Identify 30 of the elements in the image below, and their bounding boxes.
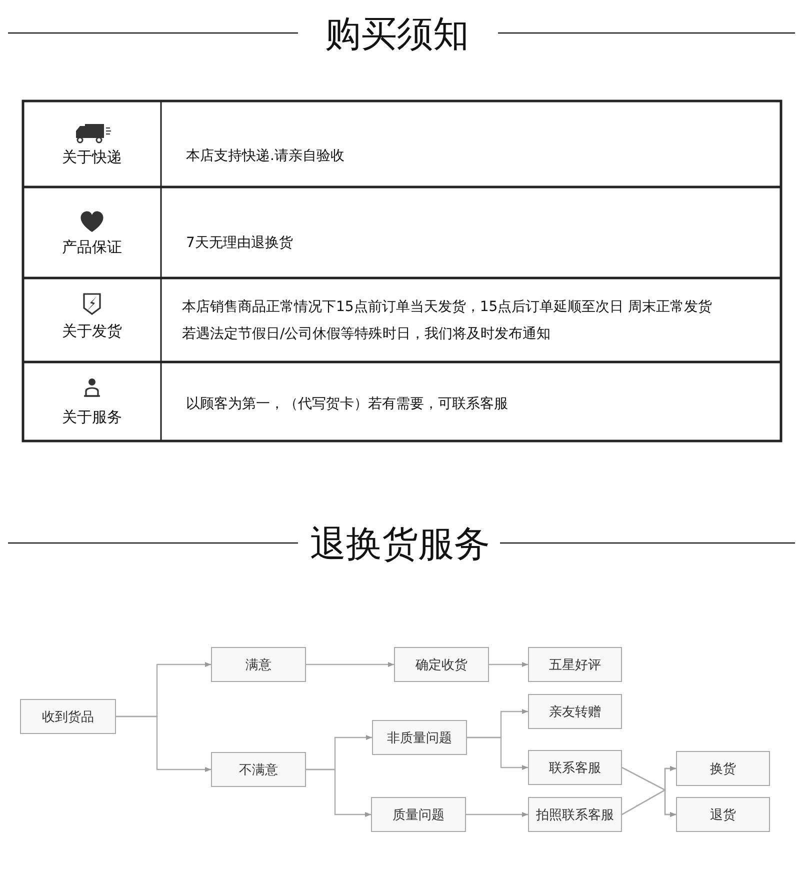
process-box: 亲友转赠 [528,694,622,729]
process-box: 换货 [676,751,770,786]
arrow [306,768,371,817]
process-box: 质量问题 [371,797,466,832]
arrow [467,736,528,770]
arrow [306,662,394,667]
cell-text: 若遇法定节假日/公司休假等特殊时日，我们将及时发布通知 [182,325,551,343]
process-box: 联系客服 [528,750,622,785]
process-box: 退货 [676,797,770,832]
cell-text: 以顾客为第一，（代写贺卡）若有需要，可联系客服 [186,395,508,413]
cell-text: 7天无理由退换货 [186,234,293,252]
arrow [489,662,528,667]
process-box: 满意 [211,647,306,682]
process-box: 确定收货 [394,647,489,682]
row-heading: 关于服务 [62,408,122,427]
page-heading: 购买须知 [325,13,469,57]
process-box: 五星好评 [528,647,622,682]
row-heading: 关于发货 [62,322,122,341]
arrow [116,716,211,772]
section-heading: 退换货服务 [310,523,490,567]
row-heading: 关于快递 [62,148,122,167]
cell-text: 本店支持快递.请亲自验收 [186,147,344,165]
arrow [622,788,676,817]
process-box: 非质量问题 [372,720,467,755]
process-box: 拍照联系客服 [528,797,622,832]
process-box: 不满意 [211,752,306,787]
process-box: 收到货品 [20,699,116,734]
cell-text: 本店销售商品正常情况下15点前订单当天发货，15点后订单延顺至次日 周末正常发货 [182,298,712,316]
row-heading: 产品保证 [62,238,122,257]
arrow [466,812,528,817]
